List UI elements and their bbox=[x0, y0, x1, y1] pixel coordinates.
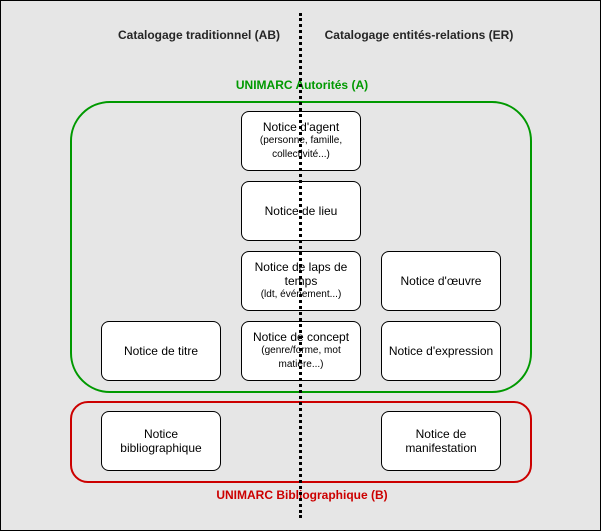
group-label-bibliographic: UNIMARC Bibliographique (B) bbox=[216, 488, 388, 502]
node-titre: Notice de titre bbox=[101, 321, 221, 381]
node-oeuvre: Notice d'œuvre bbox=[381, 251, 501, 311]
node-title-line: manifestation bbox=[405, 441, 477, 455]
column-header-entity-relation: Catalogage entités-relations (ER) bbox=[324, 28, 514, 42]
column-header-traditional: Catalogage traditionnel (AB) bbox=[117, 28, 280, 42]
node-title-line: Notice de bbox=[415, 427, 467, 441]
node-title-line: bibliographique bbox=[120, 441, 202, 455]
node-expression: Notice d'expression bbox=[381, 321, 501, 381]
group-label-authorities: UNIMARC Autorités (A) bbox=[235, 78, 369, 92]
node-title-line: Notice d'expression bbox=[388, 344, 494, 358]
node-title-line: Notice de titre bbox=[123, 344, 199, 358]
node-title-line: Notice bbox=[143, 427, 178, 441]
node-title-line: Notice d'œuvre bbox=[400, 274, 482, 288]
divider-dotted-line bbox=[299, 13, 302, 518]
